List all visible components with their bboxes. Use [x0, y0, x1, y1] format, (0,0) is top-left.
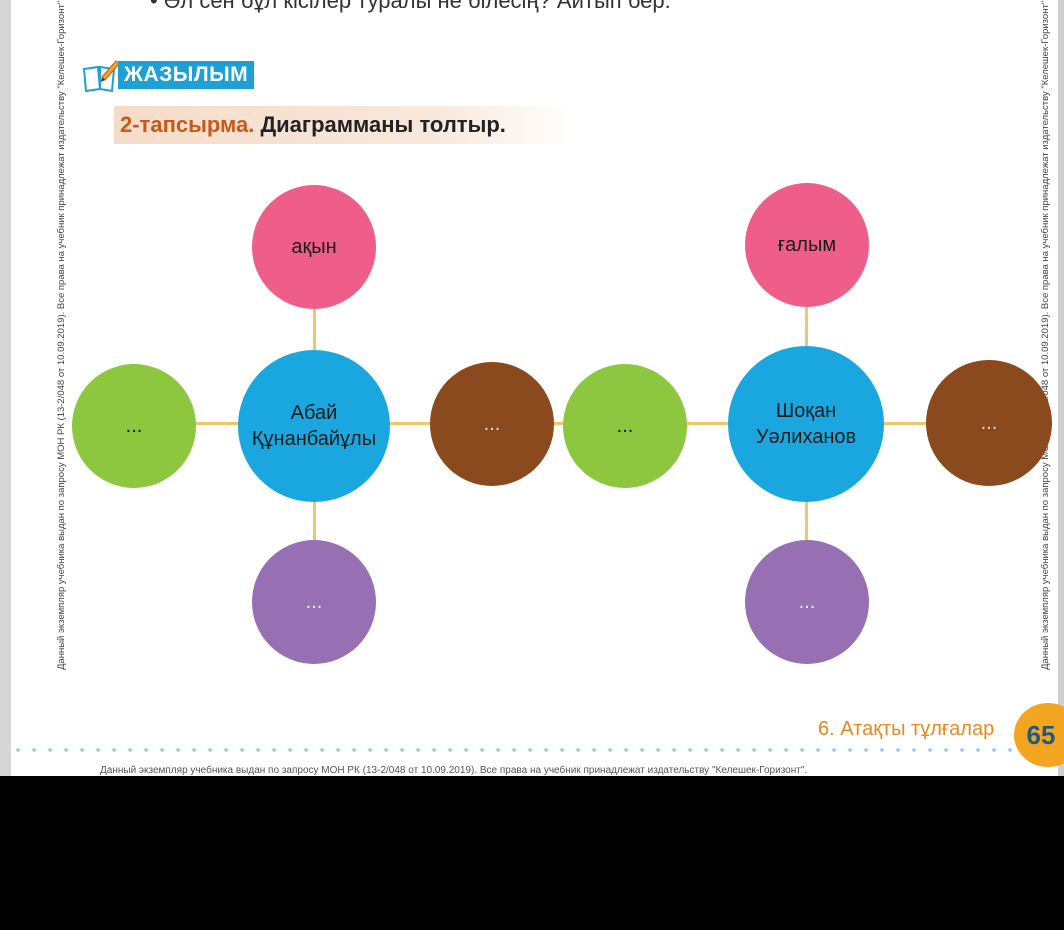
- right-left-node: ...: [563, 364, 687, 488]
- task-text: Диаграмманы толтыр.: [254, 112, 506, 137]
- right-top-node: ғалым: [745, 183, 869, 307]
- dotted-divider: [10, 747, 1020, 753]
- left-bottom-label: ...: [305, 591, 323, 613]
- left-right-label: ...: [483, 413, 501, 435]
- right-bottom-node: ...: [745, 540, 869, 664]
- left-center-line2: Құнанбайұлы: [251, 428, 377, 450]
- task-highlight: [114, 106, 574, 144]
- right-center-line2: Уәлиханов: [755, 426, 857, 448]
- left-right-node: ...: [430, 362, 554, 486]
- section-title: ЖАЗЫЛЫМ: [118, 61, 255, 89]
- right-bottom-label: ...: [798, 591, 816, 613]
- right-top-label: ғалым: [777, 234, 837, 256]
- left-bottom-node: ...: [252, 540, 376, 664]
- right-center-line1: Шоқан: [775, 400, 837, 422]
- left-margin-strip: [0, 0, 11, 776]
- task-number: 2-тапсырма.: [120, 112, 255, 137]
- left-top-label: ақын: [291, 236, 337, 258]
- right-left-label: ...: [616, 415, 634, 437]
- page-number: 65: [1014, 703, 1064, 767]
- section-header: ЖАЗЫЛЫМ: [80, 55, 255, 95]
- connector-middle: [548, 422, 573, 425]
- textbook-page: Данный экземпляр учебника выдан по запро…: [0, 0, 1064, 776]
- writing-icon: [82, 60, 120, 93]
- task-instruction: 2-тапсырма. Диаграмманы толтыр.: [120, 112, 506, 138]
- bottom-copyright-note: Данный экземпляр учебника выдан по запро…: [100, 765, 808, 776]
- left-center-line1: Абай: [290, 402, 338, 424]
- right-right-node: ...: [926, 360, 1052, 486]
- left-left-label: ...: [125, 415, 143, 437]
- left-left-node: ...: [72, 364, 196, 488]
- question-line: • Әл сен бұл кісілер туралы не білесің? …: [150, 0, 671, 13]
- right-right-label: ...: [980, 412, 998, 434]
- right-margin-strip: [1058, 0, 1064, 776]
- chapter-title: 6. Атақты тұлғалар: [818, 718, 995, 740]
- left-top-node: ақын: [252, 185, 376, 309]
